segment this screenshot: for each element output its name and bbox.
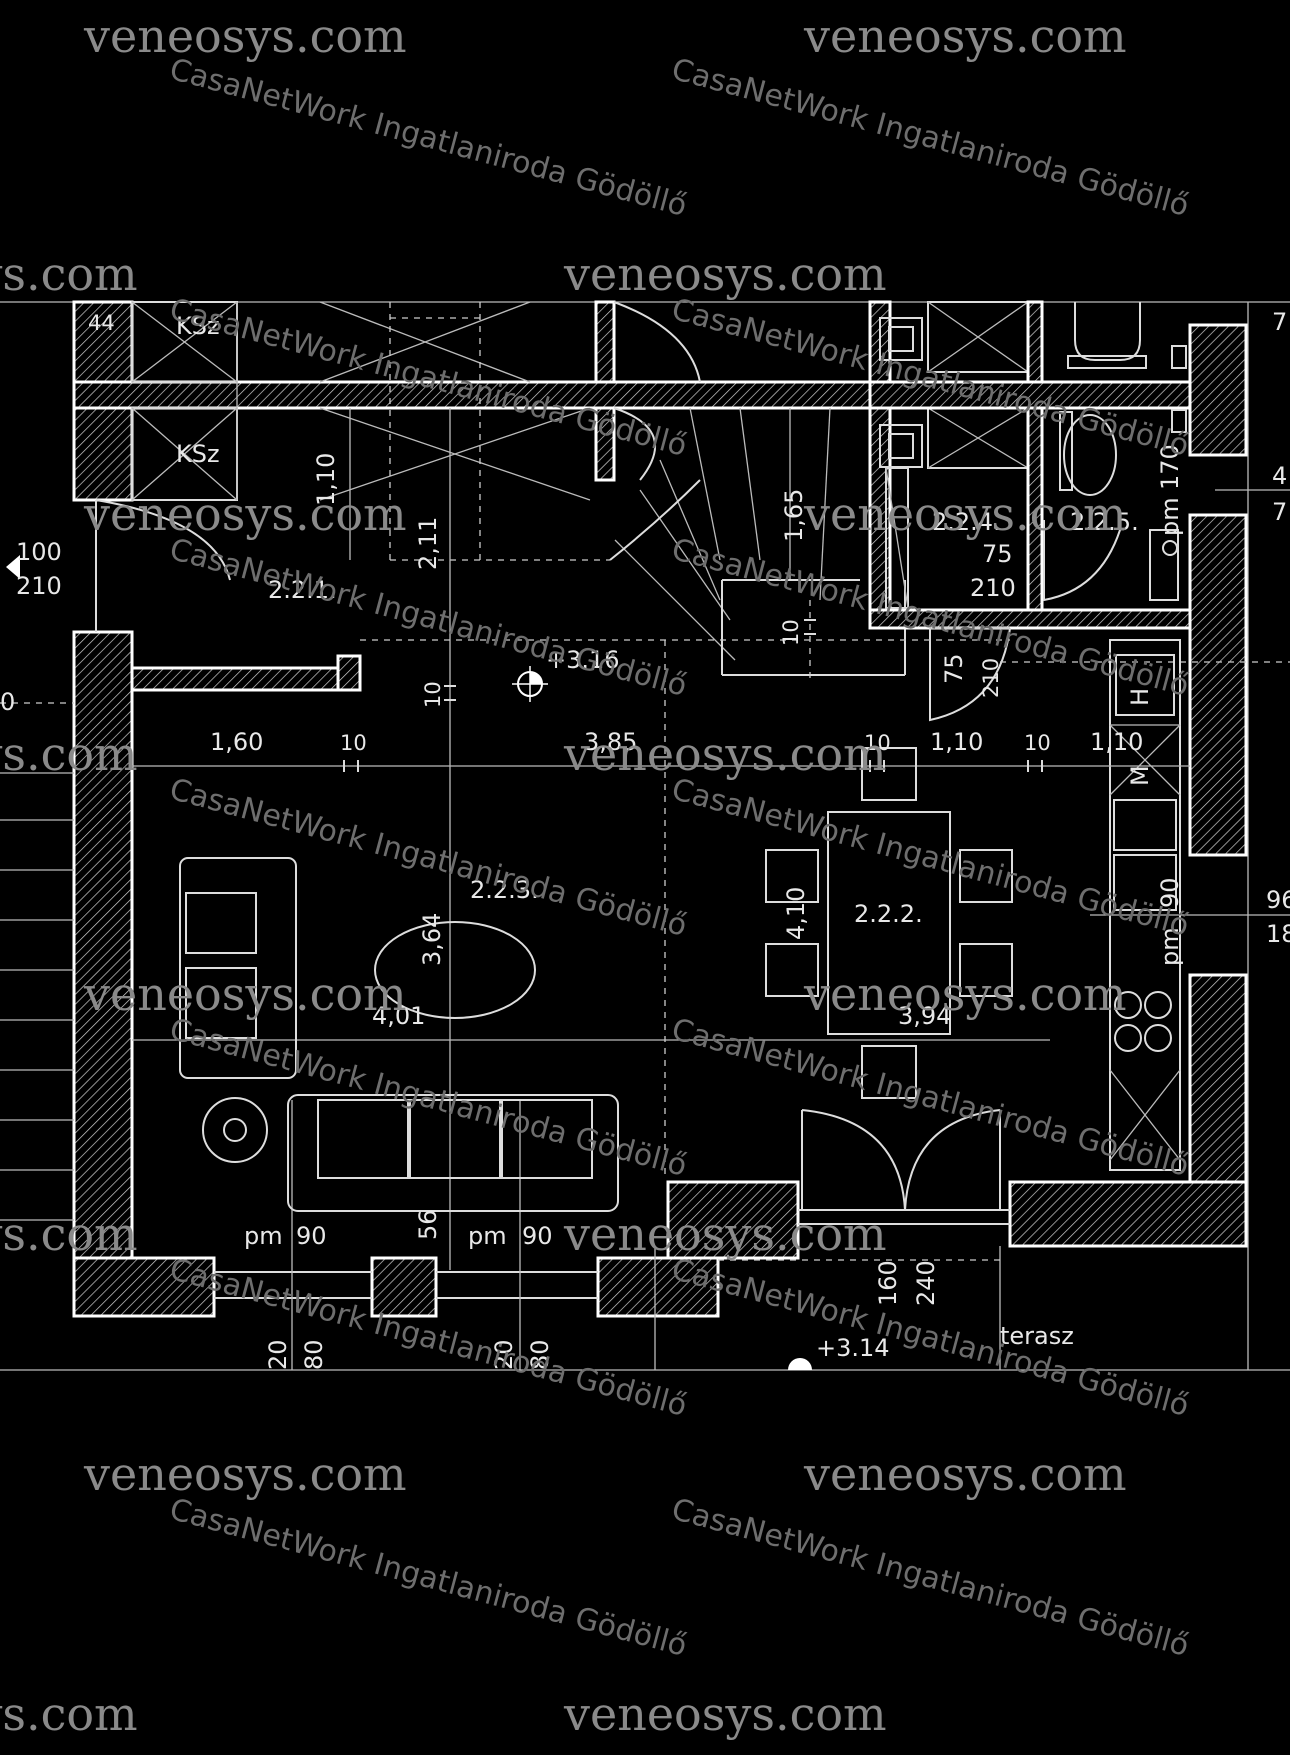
watermark-site: veneosys.com: [563, 247, 887, 301]
room-label-anteroom: 2.2.1.: [268, 576, 337, 604]
furniture: [179, 747, 1013, 1212]
watermark-site: veneosys.com: [83, 9, 407, 63]
watermark-site: veneosys.com: [0, 1687, 138, 1741]
dim-bath-window-parapet: pm: [1156, 497, 1184, 536]
dim-terrace-door-h: 240: [912, 1260, 940, 1306]
labels: 44 KSz KSz 100 210 0 1,10 2,11 1,65 10 1…: [0, 308, 1290, 1370]
dim-pier: 56: [414, 1209, 442, 1240]
dim-side-door-h: 210: [979, 658, 1003, 698]
dim-edge-right-low-b: 18: [1266, 920, 1290, 948]
dim-bath-width: 1,10: [1090, 728, 1143, 756]
dim-window-1-parapet: pm: [244, 1222, 283, 1250]
dim-living-width: 3,64: [418, 913, 446, 966]
room-label-bathroom: 2.2.5.: [1070, 508, 1139, 536]
dining-table: [827, 811, 951, 1035]
kitchen-unit: [1109, 639, 1181, 1171]
dim-bottom-1b: 80: [300, 1339, 328, 1370]
dim-edge-left: 0: [0, 688, 15, 716]
dim-bottom-2a: 20: [490, 1339, 518, 1370]
watermark-site: veneosys.com: [803, 487, 1127, 541]
watermark-agency: CasaNetWork Ingatlaniroda Gödöllő: [668, 292, 1193, 464]
watermark-agency: CasaNetWork Ingatlaniroda Gödöllő: [668, 1012, 1193, 1184]
watermark-site: veneosys.com: [83, 487, 407, 541]
dim-dining-width: 4,10: [782, 887, 810, 940]
watermark-agency: CasaNetWork Ingatlaniroda Gödöllő: [166, 1492, 691, 1664]
watermark-agency: CasaNetWork Ingatlaniroda Gödöllő: [166, 52, 691, 224]
dim-partition-e: 10: [1024, 731, 1051, 755]
dimension-lines: [132, 408, 1290, 1370]
dim-edge-right-mid-b: 7: [1272, 498, 1287, 526]
watermark-site: veneosys.com: [0, 1207, 138, 1261]
rug: [374, 921, 536, 1019]
watermark-site: veneosys.com: [803, 1447, 1127, 1501]
level-terrace: +3.14: [816, 1334, 890, 1362]
dim-bath-window-h: 170: [1156, 444, 1184, 490]
dim-window-2-h: 90: [522, 1222, 553, 1250]
dim-hall-width: 1,60: [210, 728, 263, 756]
dim-partition-a: 10: [779, 619, 803, 646]
dim-terrace-door-w: 160: [874, 1260, 902, 1306]
watermark-site: veneosys.com: [83, 967, 407, 1021]
dim-edge-right-mid-a: 4: [1272, 462, 1287, 490]
watermark-site: veneosys.com: [0, 247, 138, 301]
shaft-label-lower: KSz: [176, 440, 220, 468]
watermark-site: veneosys.com: [803, 9, 1127, 63]
watermark-agency: CasaNetWork Ingatlaniroda Gödöllő: [166, 1012, 691, 1184]
watermark-site: veneosys.com: [563, 1687, 887, 1741]
terrace-level-marker-icon: [788, 1358, 812, 1370]
dim-window-2-parapet: pm: [468, 1222, 507, 1250]
room-label-storage: 2.2.4.: [932, 508, 1001, 536]
dim-stair-width: 1,10: [312, 453, 340, 506]
level-main: +3.16: [546, 646, 620, 674]
watermark-site: veneosys.com: [83, 1447, 407, 1501]
dim-stair-left-run: 2,11: [414, 517, 442, 570]
dim-living-depth: 4,01: [372, 1002, 425, 1030]
dim-entrance-door-w: 100: [16, 538, 62, 566]
room-label-living: 2.2.3.: [470, 876, 539, 904]
dim-entrance-door-h: 210: [16, 572, 62, 600]
watermark-agency: CasaNetWork Ingatlaniroda Gödöllő: [668, 52, 1193, 224]
appliance-dishwasher: M: [1126, 765, 1154, 786]
outer-walls: [0, 499, 1248, 1318]
dim-window-1-h: 90: [296, 1222, 327, 1250]
sofa: [287, 1094, 619, 1212]
dim-kitchen-window-parapet: pm: [1156, 927, 1184, 966]
dim-stair-right-run: 1,65: [780, 489, 808, 542]
watermark-site: veneosys.com: [563, 727, 887, 781]
terrace-label: terasz: [1000, 1322, 1074, 1350]
dim-storage-door-w: 75: [982, 540, 1013, 568]
room-label-dining: 2.2.2.: [854, 900, 923, 928]
armchair-sofa: [179, 857, 297, 1079]
appliance-fridge: H: [1126, 688, 1154, 706]
watermark-site: veneosys.com: [0, 727, 138, 781]
dim-wall-thickness: 44: [88, 311, 115, 335]
dim-edge-right-low-a: 96: [1266, 886, 1290, 914]
dim-bottom-1a: 20: [264, 1339, 292, 1370]
dim-pantry-width: 1,10: [930, 728, 983, 756]
level-marker-icon: [512, 666, 548, 702]
dim-living-length: 3,85: [584, 728, 637, 756]
watermark-site: veneosys.com: [803, 967, 1127, 1021]
dim-partition-d: 10: [864, 731, 891, 755]
side-table: [202, 1097, 268, 1163]
dim-storage-door-h: 210: [970, 574, 1016, 602]
terrace-doors: [654, 1109, 1001, 1370]
dim-edge-right-top: 7: [1272, 308, 1287, 336]
dim-dining-depth: 3,94: [898, 1002, 951, 1030]
dim-partition-b: 10: [421, 681, 445, 708]
staircase: [609, 407, 906, 680]
shaft-label-upper: KSz: [176, 312, 220, 340]
dim-partition-c: 10: [340, 731, 367, 755]
entrance-arrow-icon: [6, 555, 20, 579]
watermark-site: veneosys.com: [563, 1207, 887, 1261]
dim-side-door-w: 75: [940, 653, 968, 684]
watermark-agency: CasaNetWork Ingatlaniroda Gödöllő: [668, 1492, 1193, 1664]
dim-bottom-2b: 80: [526, 1339, 554, 1370]
dim-kitchen-window-h: 90: [1156, 877, 1184, 908]
watermarks: veneosys.com veneosys.com veneosys.com v…: [0, 9, 1192, 1741]
